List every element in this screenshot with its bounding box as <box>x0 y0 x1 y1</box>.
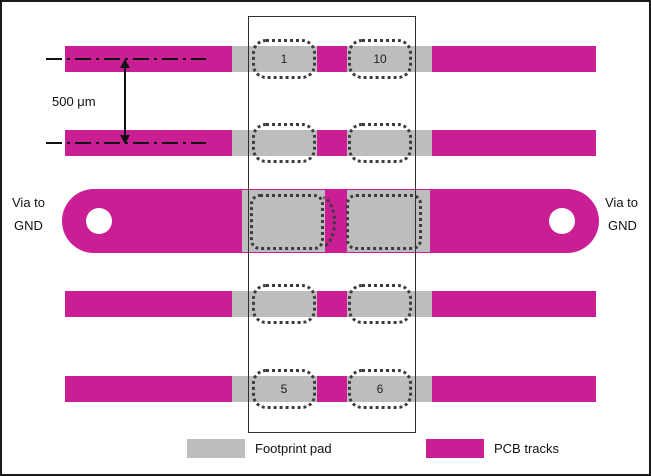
gnd-pad-outline-right <box>346 194 422 250</box>
legend-swatch-pcb-tracks <box>426 439 484 458</box>
via-label-left-line2: GND <box>14 218 43 233</box>
legend-label-pcb-tracks: PCB tracks <box>494 441 560 456</box>
dimension-arrow-shaft <box>124 64 126 140</box>
gnd-pad-outline-left <box>250 194 324 250</box>
pin-outline-row2-left <box>252 123 316 163</box>
pin-number-5: 5 <box>280 382 288 396</box>
via-hole-right <box>549 208 575 234</box>
pin-outline-row4-left <box>252 284 316 324</box>
pcb-track-5 <box>65 376 596 402</box>
pin-outline-10: 10 <box>348 39 412 79</box>
dimension-arrow-head-up <box>120 59 130 68</box>
pin-number-10: 10 <box>373 52 387 66</box>
pin-outline-row2-right <box>348 123 412 163</box>
dimension-label: 500 μm <box>52 94 96 109</box>
via-label-left-line1: Via to <box>12 195 46 210</box>
component-outline <box>248 16 416 433</box>
pin-outline-6: 6 <box>348 369 412 409</box>
via-label-right-line2: GND <box>608 218 637 233</box>
legend-swatch-footprint-pad <box>187 439 245 458</box>
via-label-right-line1: Via to <box>605 195 639 210</box>
pin-outline-1: 1 <box>252 39 316 79</box>
pin-number-1: 1 <box>280 52 288 66</box>
legend-label-footprint-pad: Footprint pad <box>255 441 332 456</box>
via-hole-left <box>86 208 112 234</box>
pin-number-6: 6 <box>376 382 384 396</box>
pcb-track-4 <box>65 291 596 317</box>
dimension-arrow-head-down <box>120 135 130 144</box>
pin-outline-5: 5 <box>252 369 316 409</box>
pin-outline-row4-right <box>348 284 412 324</box>
